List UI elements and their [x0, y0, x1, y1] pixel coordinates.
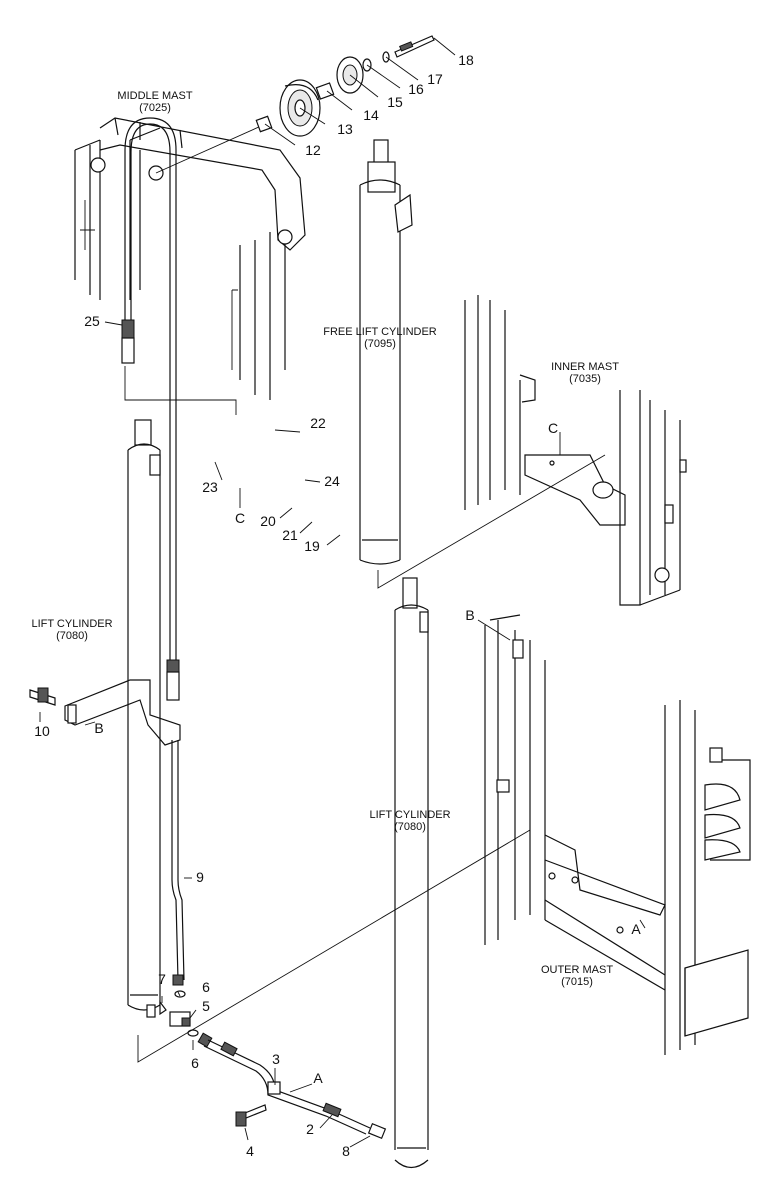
- free-lift-cylinder-code: (7095): [364, 338, 396, 350]
- callout-6-upper: 6: [202, 979, 210, 995]
- callout-4: 4: [246, 1143, 254, 1159]
- outer-mast-label: OUTER MAST: [541, 964, 613, 976]
- tee-fitting-5: [159, 990, 199, 1037]
- lift-cylinder-left-code: (7080): [56, 630, 88, 642]
- callout-18: 18: [458, 52, 474, 68]
- free-lift-cylinder: [359, 139, 413, 565]
- callout-numbers: 18 17 16 15 14 13 12 25 22 23 24 20 21 1…: [34, 52, 474, 1159]
- callout-9: 9: [196, 869, 204, 885]
- hose-25: [121, 117, 180, 701]
- outer-mast: [484, 614, 751, 1055]
- middle-mast: [74, 117, 306, 400]
- callout-13: 13: [337, 121, 353, 137]
- callout-23: 23: [202, 479, 218, 495]
- middle-mast-label: MIDDLE MAST: [117, 90, 192, 102]
- ref-letter-b-right: B: [465, 607, 474, 623]
- callout-22: 22: [310, 415, 326, 431]
- leader-line-free-lift: [377, 454, 606, 589]
- inner-mast-code: (7035): [569, 373, 601, 385]
- ref-letter-a-mast: A: [631, 921, 641, 937]
- lift-cylinder-left-label: LIFT CYLINDER: [31, 618, 112, 630]
- callout-15: 15: [387, 94, 403, 110]
- leader-line-25: [124, 366, 237, 415]
- callout-25: 25: [84, 313, 100, 329]
- callout-17: 17: [427, 71, 443, 87]
- ref-letter-b-left: B: [94, 720, 103, 736]
- labels: MIDDLE MAST (7025) FREE LIFT CYLINDER (7…: [31, 90, 619, 988]
- callout-3: 3: [272, 1051, 280, 1067]
- leader-line-lift: [137, 829, 531, 1063]
- bolt-4: [235, 1104, 267, 1127]
- ref-letter-c-lower: C: [235, 510, 245, 526]
- lift-cylinder-right-code: (7080): [394, 821, 426, 833]
- callout-10: 10: [34, 723, 50, 739]
- callout-2: 2: [306, 1121, 314, 1137]
- callout-19: 19: [304, 538, 320, 554]
- callout-8: 8: [342, 1143, 350, 1159]
- callout-24: 24: [324, 473, 340, 489]
- callout-14: 14: [363, 107, 379, 123]
- reference-letters: C C B B A A: [94, 420, 641, 1086]
- callout-5: 5: [202, 998, 210, 1014]
- hose-2-3: [197, 1032, 387, 1140]
- lift-cylinder-right-label: LIFT CYLINDER: [369, 809, 450, 821]
- callout-21: 21: [282, 527, 298, 543]
- ref-letter-c-upper: C: [548, 420, 558, 436]
- callout-leaders: [39, 37, 646, 1148]
- tube-9: [171, 740, 179, 981]
- left-lift-cylinder: [127, 419, 161, 1018]
- callout-20: 20: [260, 513, 276, 529]
- outer-mast-code: (7015): [561, 976, 593, 988]
- free-lift-cylinder-label: FREE LIFT CYLINDER: [323, 326, 437, 338]
- nut: [172, 974, 184, 986]
- inner-mast-label: INNER MAST: [551, 361, 619, 373]
- callout-12: 12: [305, 142, 321, 158]
- callout-7: 7: [158, 971, 166, 987]
- inner-mast: [464, 295, 687, 606]
- callout-16: 16: [408, 81, 424, 97]
- callout-6-lower: 6: [191, 1055, 199, 1071]
- right-lift-cylinder: [394, 577, 429, 1169]
- middle-mast-code: (7025): [139, 102, 171, 114]
- bracket-b: [29, 679, 181, 746]
- ref-letter-a-hose: A: [313, 1070, 323, 1086]
